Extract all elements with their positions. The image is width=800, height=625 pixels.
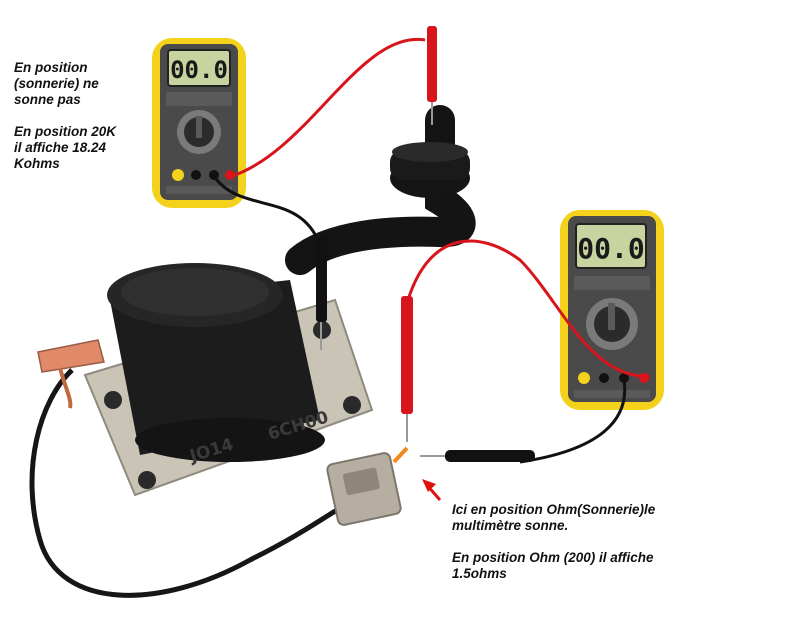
coil-terminal-sleeve (37, 339, 105, 409)
ht-lead (285, 105, 476, 275)
annotation-top-line-2: (sonnerie) ne (14, 76, 99, 91)
annotation-bottom-right: Ici en position Ohm(Sonnerie)le multimèt… (452, 502, 712, 582)
multimeter-left: 00.0 (152, 38, 246, 208)
annotation-top-line-6: Kohms (14, 156, 60, 171)
annotation-top-line-1: En position (14, 60, 88, 75)
test-probe-icon (427, 26, 437, 125)
test-probe-black-coil (316, 236, 327, 350)
annotation-top-left: En position (sonnerie) ne sonne pas En p… (14, 60, 154, 172)
annotation-bottom-line-4: 1.5ohms (452, 566, 507, 581)
multimeter-right: 00.0 (560, 210, 664, 410)
connector-icon (326, 446, 409, 526)
test-probe-red-connector (401, 296, 413, 442)
black-lead-left (212, 175, 322, 246)
multimeter-right-display: 00.0 (577, 232, 644, 265)
annotation-bottom-line-2: multimètre sonne. (452, 518, 569, 533)
annotation-top-line-5: il affiche 18.24 (14, 140, 107, 155)
red-lead-left (231, 38, 426, 178)
annotation-bottom-line-1: Ici en position Ohm(Sonnerie)le (452, 502, 656, 517)
annotation-top-line-3: sonne pas (14, 92, 81, 107)
primary-wire (29, 368, 347, 598)
annotation-top-line-4: En position 20K (14, 124, 117, 139)
multimeter-left-display: 00.0 (170, 56, 228, 84)
test-probe-black-connector (420, 450, 535, 462)
ignition-coil-icon: JO14 6CH00 (107, 263, 331, 467)
annotation-bottom-line-3: En position Ohm (200) il affiche (452, 550, 654, 565)
black-lead-right (519, 379, 627, 464)
pointer-arrow-icon (422, 479, 442, 501)
red-lead-right (406, 239, 651, 378)
